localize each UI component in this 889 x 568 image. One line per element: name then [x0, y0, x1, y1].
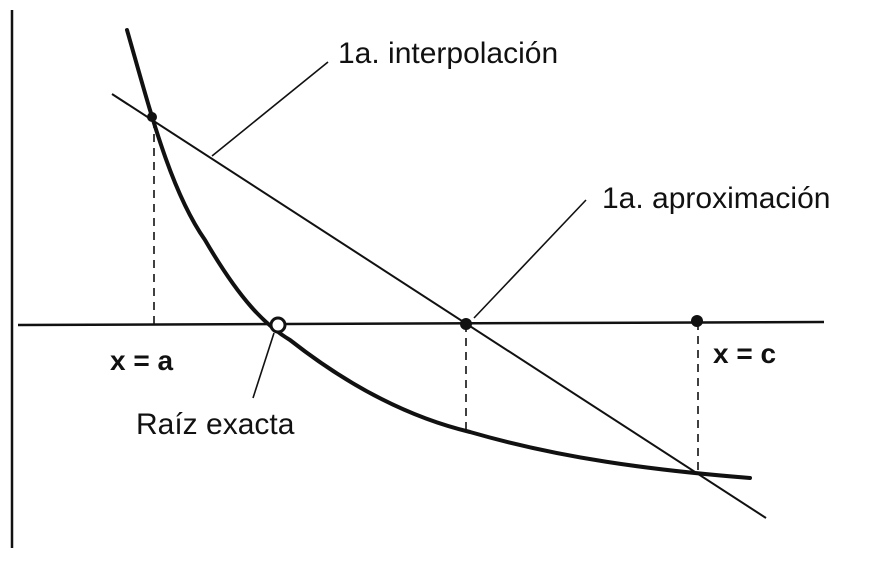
approximation-leader	[473, 199, 587, 319]
exact-root-marker	[269, 316, 287, 334]
interpolation-leader	[211, 61, 329, 157]
approximation-point	[460, 318, 472, 330]
x-axis	[17, 320, 825, 327]
x-equals-c-label: x = c	[713, 338, 776, 369]
function-curve	[125, 28, 752, 480]
approximation-label: 1a. aproximación	[602, 182, 830, 215]
exact-root-leader	[252, 332, 275, 399]
exact-root-label: Raíz exacta	[136, 408, 295, 441]
interpolation-line	[111, 93, 767, 519]
point-a-on-curve	[147, 112, 157, 122]
point-c-on-axis	[691, 315, 703, 327]
interpolation-label: 1a. interpolación	[338, 37, 558, 70]
x-equals-a-label: x = a	[110, 345, 173, 376]
